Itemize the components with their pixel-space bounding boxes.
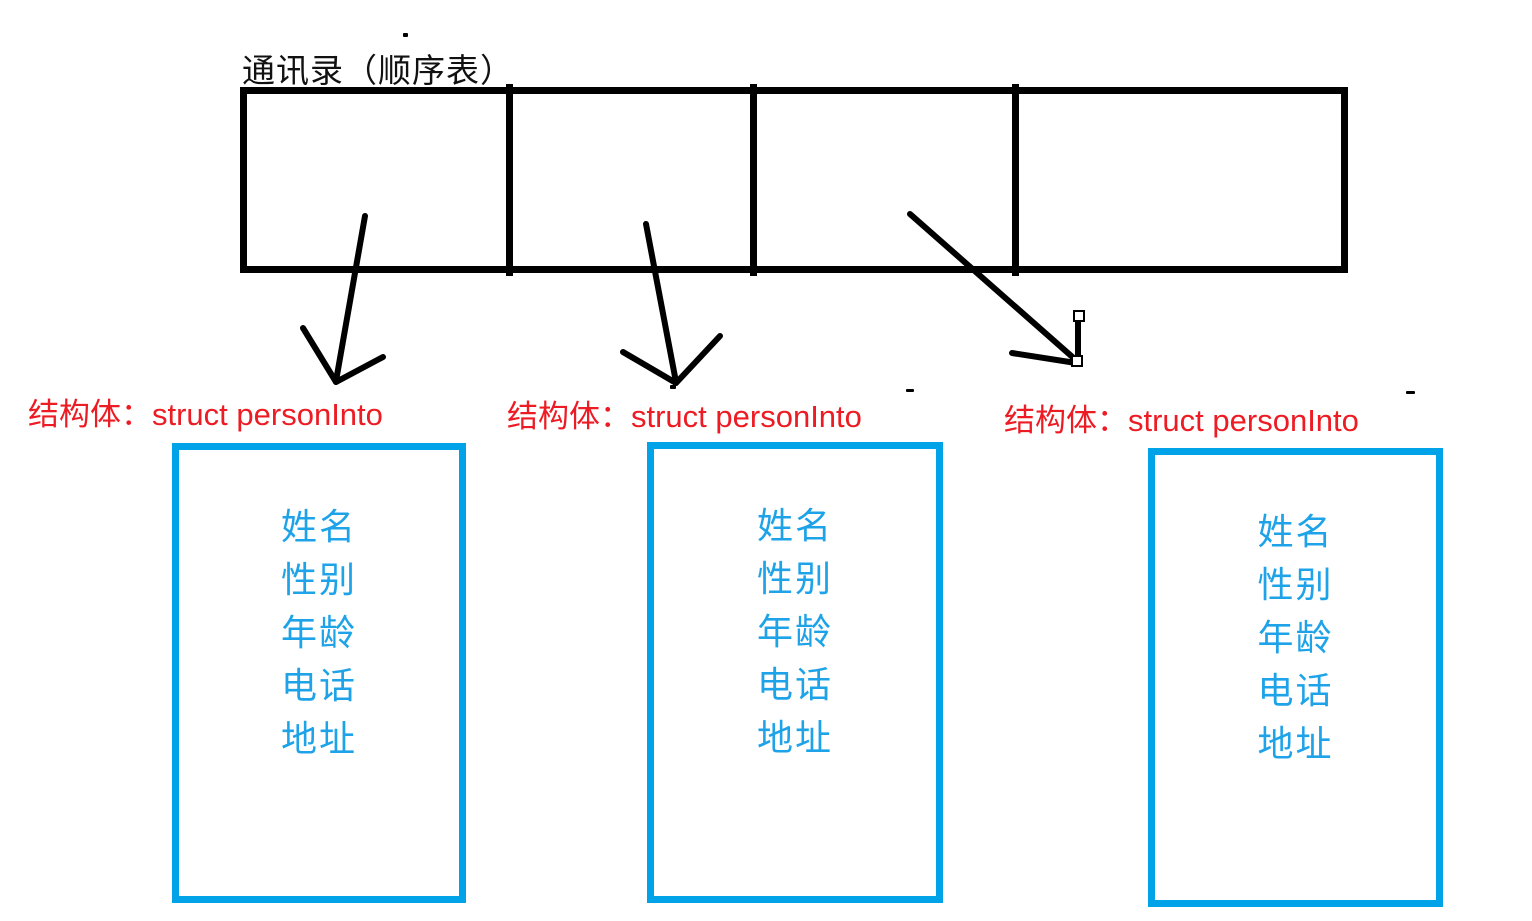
struct-field: 年龄 — [756, 611, 833, 652]
selection-handle[interactable] — [1071, 355, 1083, 367]
struct-field: 电话 — [280, 665, 357, 706]
array-cell-4 — [1022, 94, 1341, 266]
struct-label: 结构体：struct personInto — [28, 397, 383, 432]
array-cell-1 — [247, 94, 509, 266]
struct-field: 地址 — [756, 717, 833, 758]
struct-field: 年龄 — [280, 612, 357, 653]
stray-mark — [403, 33, 408, 37]
struct-label: 结构体：struct personInto — [1004, 403, 1359, 438]
struct-field: 电话 — [756, 664, 833, 705]
struct-field: 姓名 — [1257, 511, 1334, 552]
struct-field: 姓名 — [756, 505, 833, 546]
struct-label: 结构体：struct personInto — [507, 399, 862, 434]
struct-field: 电话 — [1257, 670, 1334, 711]
struct-field: 性别 — [1257, 564, 1334, 605]
struct-box: 姓名 性别 年龄 电话 地址 — [172, 443, 466, 903]
stray-mark — [670, 385, 676, 389]
struct-field: 地址 — [280, 718, 357, 759]
cell-divider — [750, 84, 757, 276]
sequence-table — [240, 87, 1348, 273]
array-cell-2 — [516, 94, 753, 266]
struct-box: 姓名 性别 年龄 电话 地址 — [1148, 448, 1443, 907]
array-cell-3 — [760, 94, 1015, 266]
stray-mark — [1406, 391, 1415, 394]
struct-field: 年龄 — [1257, 617, 1334, 658]
cell-divider — [506, 84, 513, 276]
struct-field: 性别 — [756, 558, 833, 599]
selection-handle[interactable] — [1073, 310, 1085, 322]
diagram-title: 通讯录（顺序表） — [242, 52, 514, 89]
struct-field: 姓名 — [280, 506, 357, 547]
struct-field: 性别 — [280, 559, 357, 600]
cell-divider — [1012, 84, 1019, 276]
stray-mark — [906, 389, 914, 392]
struct-field: 地址 — [1257, 723, 1334, 764]
struct-box: 姓名 性别 年龄 电话 地址 — [647, 442, 943, 903]
